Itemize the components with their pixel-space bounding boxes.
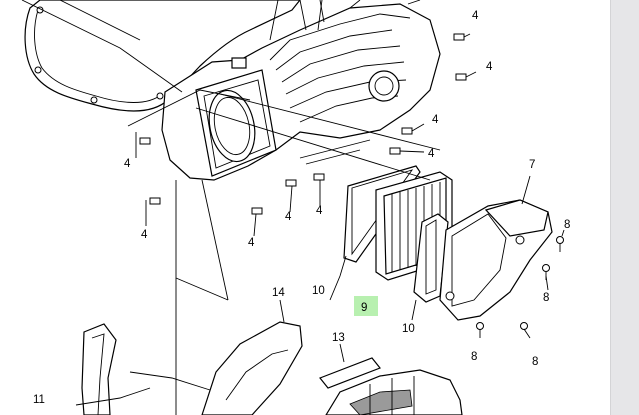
- screw-8c: [476, 322, 484, 338]
- bolt-4f: [149, 197, 161, 205]
- lower-cover: [201, 321, 303, 415]
- bolt-4b: [455, 71, 477, 81]
- callout-labels: 4 4 4 4 4 4 4 4 4 7 8 8 8 8 9 10 10 11 1…: [33, 10, 570, 406]
- callout-4c: 4: [432, 114, 439, 126]
- callout-4b: 4: [486, 61, 493, 73]
- callout-4f: 4: [141, 229, 148, 241]
- callout-8b: 8: [543, 292, 549, 304]
- callout-11: 11: [33, 394, 45, 406]
- side-gasket: [81, 323, 117, 415]
- lower-assembly: [325, 369, 463, 415]
- bolts-4: [139, 33, 477, 215]
- bolt-4g: [251, 207, 263, 215]
- callout-4g: 4: [248, 237, 255, 249]
- callout-4d: 4: [428, 148, 435, 160]
- bolt-4i: [313, 173, 325, 181]
- housing-tab: [231, 57, 247, 69]
- callout-4i: 4: [316, 205, 323, 217]
- callout-4h: 4: [285, 211, 292, 223]
- screw-8d: [520, 322, 531, 339]
- callout-7: 7: [529, 159, 535, 171]
- bolt-4h: [285, 179, 297, 187]
- callout-13: 13: [332, 332, 345, 344]
- cover-boss-4: [156, 92, 164, 100]
- side-panel-edge: [610, 0, 639, 415]
- bolt-4d: [389, 147, 425, 155]
- bolt-4a: [453, 33, 471, 41]
- callout-9-highlight: [354, 296, 378, 316]
- callout-10a: 10: [312, 285, 325, 297]
- callout-4e: 4: [124, 158, 131, 170]
- callout-10b: 10: [402, 323, 415, 335]
- callout-8a: 8: [564, 219, 570, 231]
- duct-part: [319, 357, 381, 389]
- cover-boss-2: [34, 66, 42, 74]
- bolt-4c: [401, 123, 425, 135]
- bolt-4e: [139, 137, 151, 145]
- exploded-parts-diagram: 4 4 4 4 4 4 4 4 4 7 8 8 8 8 9 10 10 11 1…: [21, 0, 570, 415]
- screws-8: [476, 236, 564, 339]
- callout-14: 14: [272, 287, 285, 299]
- cover-boss-3: [90, 96, 98, 104]
- callout-9: 9: [361, 302, 367, 314]
- callout-8d: 8: [532, 356, 538, 368]
- element-cover: [439, 199, 553, 321]
- callout-8c: 8: [471, 351, 477, 363]
- leader-lines: [21, 0, 565, 415]
- callout-4a: 4: [472, 10, 479, 22]
- screw-8a: [556, 236, 564, 252]
- intake-housing: [161, 0, 441, 181]
- crankcase-cover: [24, 0, 301, 112]
